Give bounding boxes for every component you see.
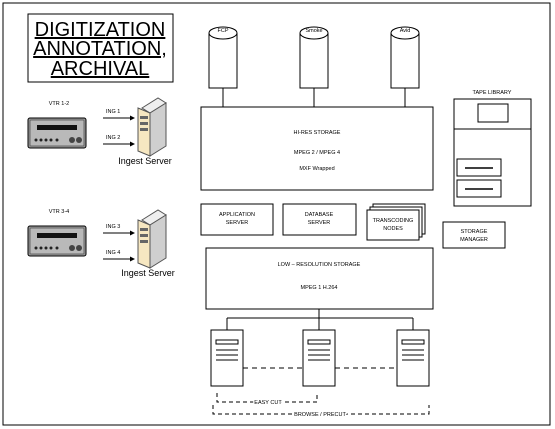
title-box: DIGITIZATION ANNOTATION, ARCHIVAL: [27, 13, 174, 83]
vtr-3-4-label: VTR 3-4: [49, 209, 69, 215]
client-workstation: [210, 329, 244, 387]
easy-cut-bracket: [216, 393, 318, 403]
hi-res-title: HI-RES STORAGE: [294, 130, 341, 136]
vtr-1-2-label: VTR 1-2: [49, 101, 69, 107]
ing-4-label: ING 4: [106, 250, 120, 256]
tape-library-label: TAPE LIBRARY: [473, 90, 512, 96]
title-line-2: ANNOTATION,: [33, 38, 167, 60]
title-line-3: ARCHIVAL: [51, 58, 150, 80]
client-workstation: [396, 329, 430, 387]
ing-3-label: ING 3: [106, 224, 120, 230]
storage-manager: STORAGE MANAGER: [442, 221, 506, 249]
vtr-3-4-group: VTR 3-4 ING 3 ING 4 Ingest Server: [27, 209, 175, 278]
db-server-line-1: DATABASE: [305, 212, 334, 218]
hi-res-storage: HI-RES STORAGE MPEG 2 / MPEG 4 MXF Wrapp…: [200, 106, 434, 191]
avid-label: Avid: [400, 28, 411, 34]
tape-library: TAPE LIBRARY: [453, 90, 532, 207]
ingest-server-icon: [137, 209, 167, 269]
easy-cut-label: EASY CUT: [254, 400, 282, 406]
title-line-1: DIGITIZATION: [35, 19, 166, 41]
low-res-title: LOW – RESOLUTION STORAGE: [278, 262, 361, 268]
vtr-deck-icon: [27, 225, 87, 257]
storage-manager-line-1: STORAGE: [461, 229, 488, 235]
ingest-server-label: Ingest Server: [118, 156, 172, 166]
app-server-line-2: SERVER: [226, 220, 249, 226]
ingest-server-icon: [137, 97, 167, 157]
storage-manager-line-2: MANAGER: [460, 237, 488, 243]
fcp-label: FCP: [218, 28, 229, 34]
browse-precut-label: BROWSE / PRECUT: [294, 412, 346, 418]
client-connection-lines: [226, 309, 414, 369]
low-res-storage: LOW – RESOLUTION STORAGE MPEG 1 H.264: [205, 247, 434, 310]
low-res-format: MPEG 1 H.264: [301, 285, 338, 291]
vtr-deck-icon: [27, 117, 87, 149]
transcoding-line-1: TRANSCODING: [373, 218, 414, 224]
application-server: APPLICATION SERVER: [200, 203, 274, 236]
ingest-server-label: Ingest Server: [121, 268, 175, 278]
app-server-line-1: APPLICATION: [219, 212, 255, 218]
smoke-label: Smoke: [305, 28, 322, 34]
hi-res-wrapper: MXF Wrapped: [299, 166, 334, 172]
hi-res-format: MPEG 2 / MPEG 4: [294, 150, 340, 156]
vtr-1-2-group: VTR 1-2 ING 1 ING 2 Ingest Server: [27, 97, 172, 166]
client-workstation: [302, 329, 336, 387]
database-server: DATABASE SERVER: [282, 203, 357, 236]
transcoding-nodes: TRANSCODING NODES: [366, 203, 426, 241]
edit-station-smoke: Smoke: [299, 26, 329, 89]
db-server-line-2: SERVER: [308, 220, 331, 226]
edit-station-avid: Avid: [390, 26, 420, 89]
outer-frame: [2, 2, 551, 426]
edit-station-fcp: FCP: [208, 26, 238, 89]
ing-2-label: ING 2: [106, 135, 120, 141]
transcoding-line-2: NODES: [383, 226, 403, 232]
ing-1-label: ING 1: [106, 109, 120, 115]
